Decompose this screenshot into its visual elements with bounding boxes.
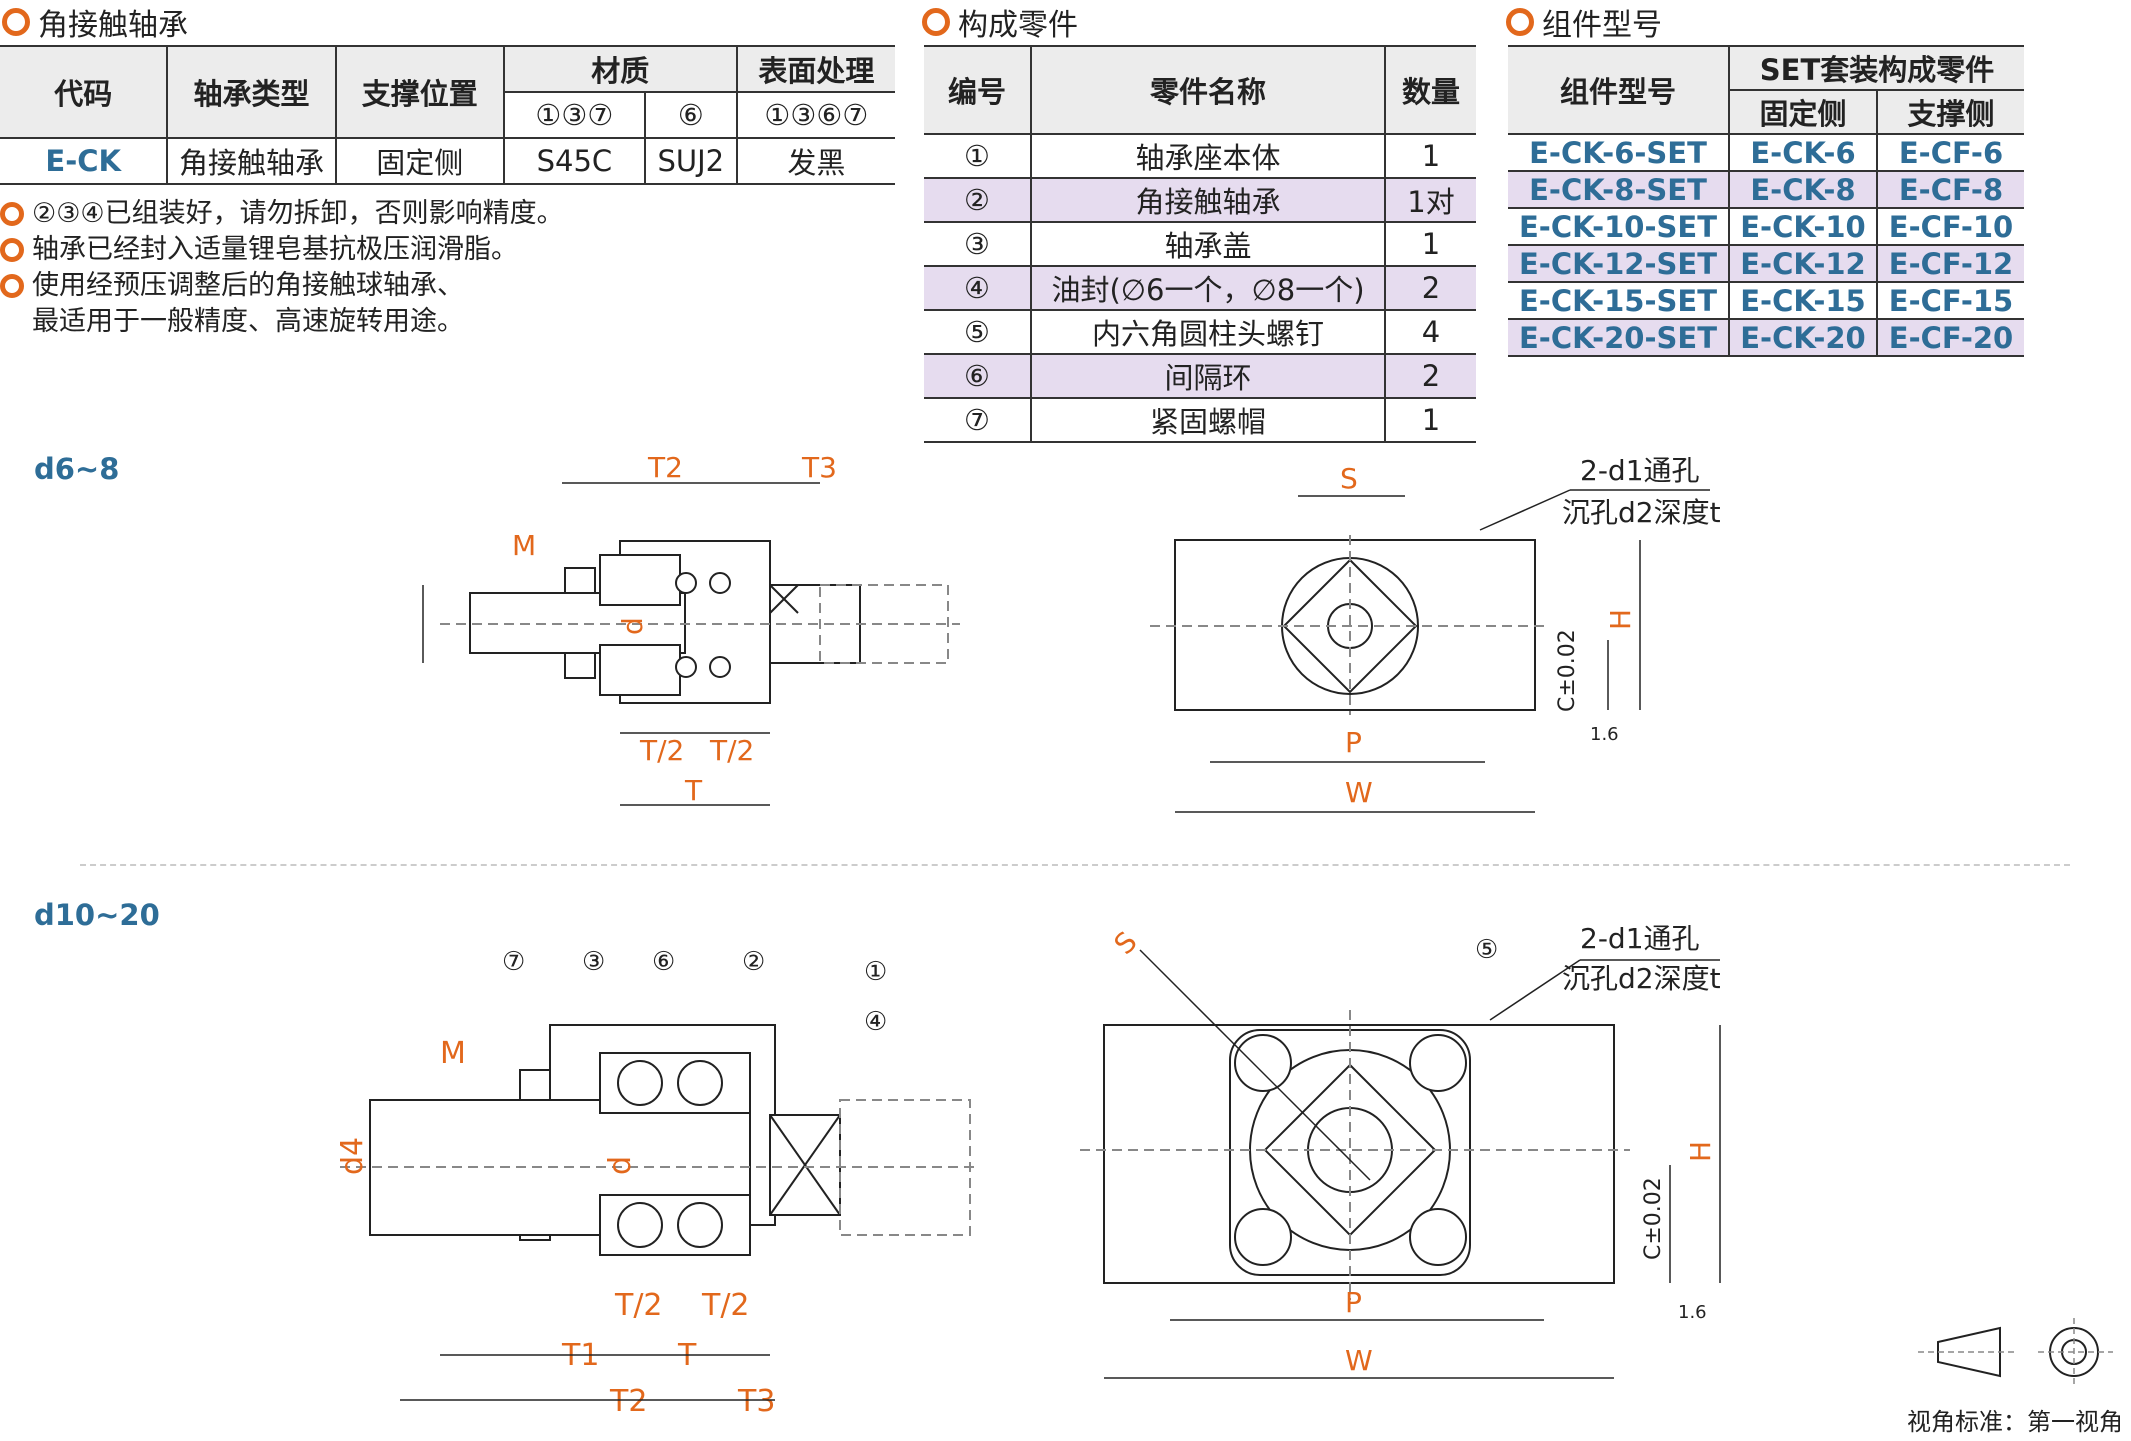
hole-label-1: 2-d1通孔 — [1580, 454, 1700, 487]
dim2-d4: d4 — [340, 1137, 370, 1175]
drawing1-side-view: T2 T3 M d4 T/2 T/2 T d — [422, 455, 960, 807]
dim-t: T — [684, 774, 703, 807]
dim2-t-half-2: T/2 — [701, 1288, 750, 1323]
ring-bullet-icon — [1506, 8, 1534, 36]
note-item: 最适用于一般精度、高速旋转用途。 — [32, 306, 464, 337]
callout-4: ④ — [864, 1007, 887, 1037]
dim-h: H — [1604, 609, 1637, 630]
dim2-d: d — [603, 1156, 638, 1175]
section-title-bearing: 角接触轴承 — [2, 0, 188, 44]
th-model: 组件型号 — [1508, 45, 1730, 135]
callout-7: ⑦ — [502, 947, 525, 977]
roughness-2: 1.6 — [1678, 1302, 1707, 1323]
dim-m: M — [512, 529, 536, 562]
dim2-s: S — [1108, 925, 1144, 961]
callout-5: ⑤ — [1475, 935, 1498, 965]
dim-w: W — [1345, 776, 1373, 809]
cell-support: 固定侧 — [334, 137, 505, 185]
cell-code: E-CK — [0, 137, 169, 185]
section-title-model: 组件型号 — [1506, 0, 1662, 44]
dim-t2: T2 — [647, 455, 683, 484]
drawing2-front-view: S P W H C±0.02 1.6 ⑤ 2-d1通孔 沉孔d2深度t — [1080, 922, 1721, 1379]
dim-p: P — [1345, 726, 1362, 759]
note-item: 使用经预压调整后的角接触球轴承、 — [0, 268, 564, 304]
drawing1-front-view: S P W H C±0.02 1.6 2-d1通孔 沉孔d2深度t — [1150, 454, 1721, 813]
th-bearing-type: 轴承类型 — [166, 45, 337, 139]
dim2-t3: T3 — [737, 1384, 775, 1419]
th-fixed: 固定侧 — [1729, 89, 1878, 135]
dim-t-half-1: T/2 — [639, 734, 684, 767]
dim2-t-half-1: T/2 — [614, 1288, 663, 1323]
th-surface: 表面处理 — [735, 45, 895, 93]
th-support-side: 支撑侧 — [1876, 89, 2024, 135]
ring-bullet-icon — [2, 8, 30, 36]
note-item: ②③④已组装好，请勿拆卸，否则影响精度。 — [0, 196, 564, 232]
dim-t3: T3 — [801, 455, 837, 484]
th-qty: 数量 — [1384, 45, 1476, 135]
view-standard-label: 视角标准：第一视角 — [1907, 1408, 2123, 1436]
projection-symbol-icon — [1918, 1318, 2113, 1388]
section-divider — [80, 864, 2070, 866]
th-material-2: ⑥ — [643, 91, 738, 139]
cell-material-2: SUJ2 — [643, 137, 738, 185]
cell-bearing-type: 角接触轴承 — [166, 137, 337, 185]
notes: ②③④已组装好，请勿拆卸，否则影响精度。 轴承已经封入适量锂皂基抗极压润滑脂。 … — [0, 196, 564, 340]
dim2-m: M — [440, 1036, 466, 1071]
th-code: 代码 — [0, 45, 169, 139]
cell-surface: 发黑 — [735, 137, 895, 185]
spec-table: 代码 轴承类型 支撑位置 材质 表面处理 ①③⑦ ⑥ ①③⑥⑦ E-CK 角接触… — [0, 45, 895, 185]
ring-bullet-icon — [0, 202, 24, 226]
dim2-t2: T2 — [609, 1384, 647, 1419]
th-set: SET套装构成零件 — [1728, 45, 2024, 91]
th-surface-1: ①③⑥⑦ — [735, 91, 895, 139]
dim-d: d — [616, 617, 649, 635]
dim-c: C±0.02 — [1555, 629, 1580, 712]
cell-material-1: S45C — [502, 137, 646, 185]
th-material-1: ①③⑦ — [503, 91, 646, 139]
callout-2: ② — [742, 947, 765, 977]
callout-1: ① — [864, 957, 887, 987]
dim-t-half-2: T/2 — [709, 734, 754, 767]
roughness: 1.6 — [1590, 724, 1619, 745]
th-no: 编号 — [924, 45, 1032, 135]
th-material: 材质 — [502, 45, 738, 93]
dim2-h: H — [1684, 1141, 1717, 1162]
ring-bullet-icon — [0, 238, 24, 262]
hole2-label-1: 2-d1通孔 — [1580, 922, 1700, 955]
hole-label-2: 沉孔d2深度t — [1562, 496, 1721, 529]
drawing1-label: d6~8 — [34, 452, 120, 486]
th-name: 零件名称 — [1030, 45, 1386, 135]
ring-bullet-icon — [922, 8, 950, 36]
dim2-w: W — [1345, 1344, 1373, 1377]
callout-6: ⑥ — [652, 947, 675, 977]
ring-bullet-icon — [0, 274, 24, 298]
note-item: 轴承已经封入适量锂皂基抗极压润滑脂。 — [0, 232, 564, 268]
dim2-c: C±0.02 — [1641, 1177, 1666, 1260]
drawing2-label: d10~20 — [34, 898, 160, 932]
dim2-p: P — [1345, 1286, 1362, 1319]
section-title-parts: 构成零件 — [922, 0, 1078, 44]
dim-s: S — [1340, 462, 1358, 495]
callout-3: ③ — [582, 947, 605, 977]
hole2-label-2: 沉孔d2深度t — [1562, 962, 1721, 995]
drawing2-side-view: M d4 d T/2 T/2 T1 T T2 T3 ⑦ ③ ⑥ ② ① ④ — [340, 947, 980, 1419]
th-support: 支撑位置 — [334, 45, 505, 139]
